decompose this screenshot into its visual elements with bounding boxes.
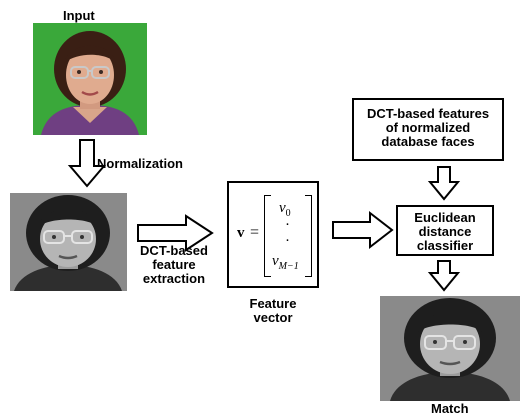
right-bracket: [305, 195, 312, 277]
vector-symbol: v: [237, 225, 245, 241]
feature-vector-label: Feature vector: [249, 296, 297, 325]
equals-sign: =: [250, 224, 260, 241]
arrow-down-database-to-classifier: [427, 166, 461, 201]
normalization-label: Normalization: [97, 156, 183, 171]
vector-last-entry: vM−1: [272, 253, 299, 272]
match-label: Match: [431, 401, 469, 416]
dct-feature-extraction-label: DCT-based feature extraction: [140, 243, 208, 286]
arrow-right-to-classifier: [332, 210, 394, 250]
vector-first-entry: v0: [279, 200, 291, 219]
input-label: Input: [63, 8, 95, 23]
database-features-box: DCT-based features of normalized databas…: [352, 98, 504, 161]
left-bracket: [264, 195, 271, 277]
vector-dot-2: ·: [285, 233, 290, 249]
normalized-face-image: [10, 193, 127, 291]
arrow-down-to-match: [427, 260, 461, 292]
input-face-image: [33, 23, 147, 135]
feature-vector-box: v = v0 · · vM−1: [227, 181, 319, 288]
match-face-image: [380, 296, 520, 401]
arrow-right-dct-extraction: [137, 214, 214, 252]
arrow-down-normalization: [67, 139, 107, 188]
vector-dot-1: ·: [285, 217, 290, 233]
classifier-box: Euclidean distance classifier: [396, 205, 494, 256]
